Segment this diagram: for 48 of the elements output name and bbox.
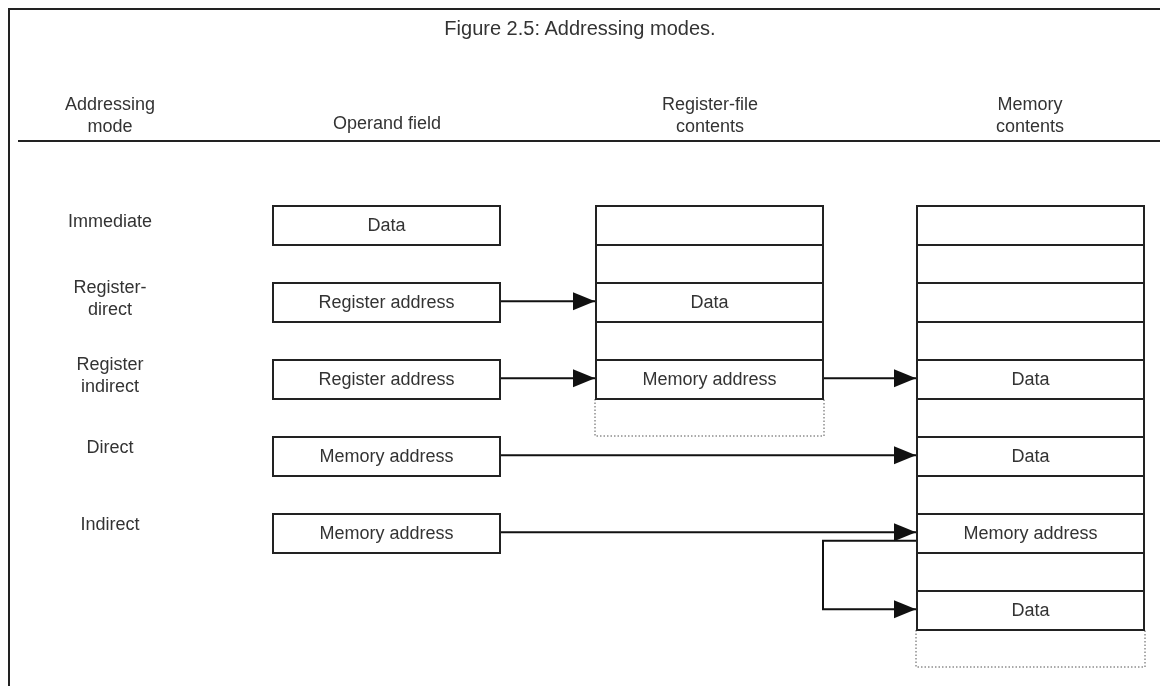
column-header: Operand field <box>331 112 443 134</box>
row-label: Indirect <box>79 513 141 535</box>
row-label: Register- direct <box>72 276 148 320</box>
arrow <box>500 369 596 388</box>
cell-text: Memory address <box>319 445 454 468</box>
cell-text: Data <box>367 214 406 237</box>
memory-cell <box>916 474 1145 515</box>
column-header: Register-file contents <box>661 93 759 137</box>
register-cell <box>595 359 824 400</box>
arrow <box>823 369 917 388</box>
memory-cell <box>916 282 1145 323</box>
cell-text: Data <box>1011 368 1050 391</box>
memory-cell <box>916 551 1145 592</box>
row-label: Direct <box>85 436 135 458</box>
memory-cell <box>916 436 1145 477</box>
cell-text: Data <box>1011 445 1050 468</box>
column-header: Memory contents <box>994 93 1065 137</box>
arrow <box>500 292 596 311</box>
operand-field-box <box>272 359 501 400</box>
arrow <box>500 446 917 465</box>
cell-text: Data <box>1011 599 1050 622</box>
row-label: Immediate <box>66 210 153 232</box>
operand-field-box <box>272 282 501 323</box>
register-cell <box>595 282 824 323</box>
register-cell <box>595 243 824 284</box>
operand-field-box <box>272 513 501 554</box>
memory-cell <box>916 397 1145 438</box>
operand-field-box <box>272 205 501 246</box>
column-header: Addressing mode <box>63 93 157 137</box>
arrow <box>500 523 917 542</box>
cell-text: Memory address <box>642 368 777 391</box>
memory-cell <box>916 205 1145 246</box>
cell-text: Memory address <box>963 522 1098 545</box>
cell-text: Data <box>690 291 729 314</box>
cell-text: Register address <box>318 291 455 314</box>
memory-cell <box>916 590 1145 631</box>
memory-cell <box>916 359 1145 400</box>
cell-text: Memory address <box>319 522 454 545</box>
register-cell <box>595 320 824 361</box>
memory-cell <box>916 320 1145 361</box>
cell-text: Register address <box>318 368 455 391</box>
memory-cell <box>916 513 1145 554</box>
register-cell <box>595 205 824 246</box>
operand-field-box <box>272 436 501 477</box>
memory-cell <box>916 243 1145 284</box>
row-label: Register indirect <box>75 353 145 397</box>
figure-title: Figure 2.5: Addressing modes. <box>443 16 717 40</box>
arrow <box>822 539 917 619</box>
